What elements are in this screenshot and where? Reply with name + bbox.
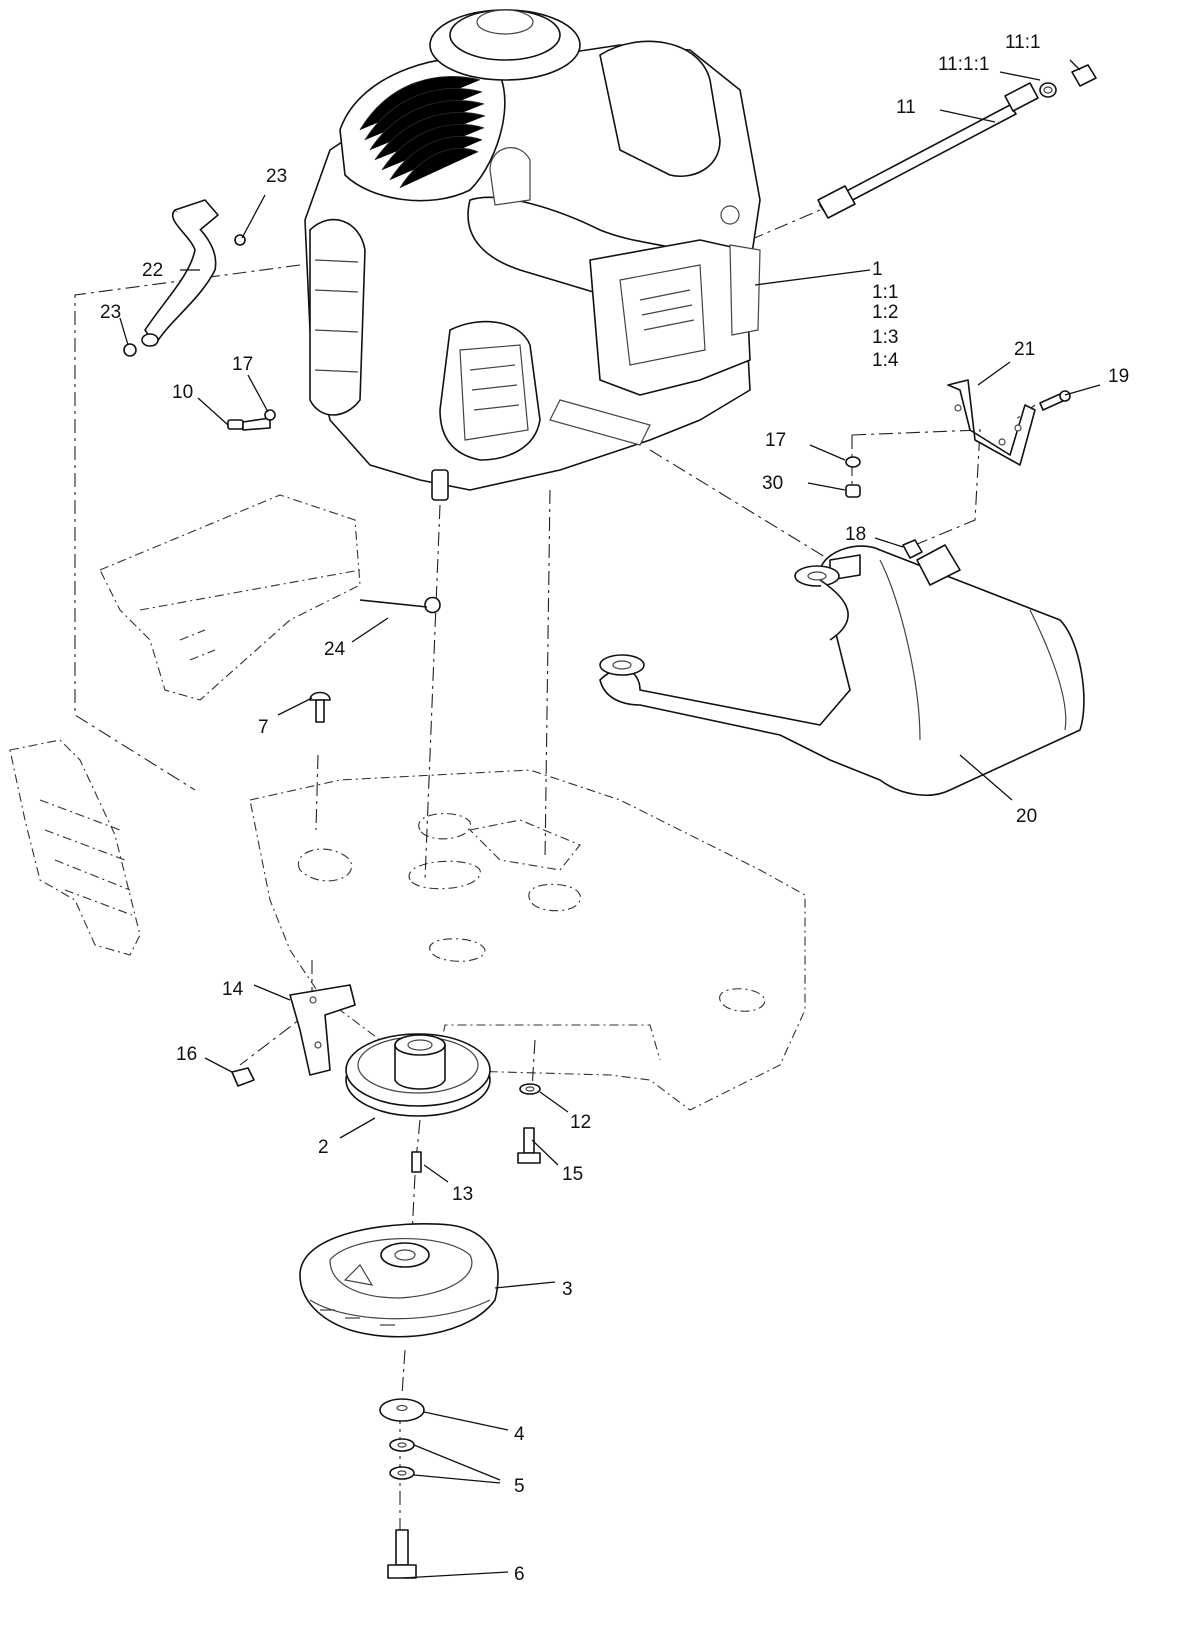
callout-2: 2: [318, 1137, 329, 1158]
callout-11: 11: [896, 97, 916, 118]
mount-bracket: [289, 984, 356, 1076]
callout-20: 20: [1016, 806, 1037, 827]
callout-1-2: 1:2: [872, 302, 898, 323]
callout-11-1: 11:1: [1005, 32, 1041, 53]
ghost-left-bracket: [99, 494, 361, 701]
leader-lines: [119, 59, 1101, 1579]
callout-17-bracket: 17: [765, 430, 786, 451]
breather-hose: [141, 199, 219, 347]
callout-5: 5: [514, 1476, 525, 1497]
ghost-side-panel: [9, 739, 141, 956]
callout-16: 16: [176, 1044, 197, 1065]
callout-4: 4: [514, 1424, 525, 1445]
callout-22: 22: [142, 260, 163, 281]
callout-11-1-1: 11:1:1: [938, 54, 989, 75]
callout-15: 15: [562, 1164, 583, 1185]
callout-1-1: 1:1: [872, 282, 898, 303]
flange-nut: [231, 1067, 255, 1087]
callout-18: 18: [845, 524, 866, 545]
callout-3: 3: [562, 1279, 573, 1300]
callout-12: 12: [570, 1112, 591, 1133]
callout-19: 19: [1108, 366, 1129, 387]
muffler: [599, 544, 1085, 796]
callout-1-3: 1:3: [872, 327, 898, 348]
callout-24: 24: [324, 639, 346, 660]
callout-17-engine: 17: [232, 354, 253, 375]
fuel-line-assembly: [817, 64, 1097, 219]
small-hardware: [227, 390, 1071, 723]
pulley: [345, 1033, 491, 1117]
callout-23-lower: 23: [100, 302, 121, 323]
callout-7: 7: [258, 717, 269, 738]
callout-1-4: 1:4: [872, 350, 899, 371]
callout-1: 1: [872, 259, 883, 280]
callout-labels: 1 1:1 1:2 1:3 1:4 2 3 4 5 6 7 10 11 11:1…: [100, 32, 1129, 1585]
callout-23-upper: 23: [266, 166, 287, 187]
pto-clutch: [299, 1223, 499, 1338]
muffler-bracket: [947, 379, 1036, 466]
callout-21: 21: [1014, 339, 1035, 360]
ghost-deck-plate: [249, 769, 806, 1111]
callout-6: 6: [514, 1564, 525, 1585]
callout-14: 14: [222, 979, 244, 1000]
callout-13: 13: [452, 1184, 473, 1205]
spacer-washers-bolt: [379, 1398, 425, 1579]
key-washer-bolt: [411, 1083, 541, 1173]
engine-assembly: [304, 9, 761, 501]
callout-30: 30: [762, 473, 783, 494]
callout-10: 10: [172, 382, 193, 403]
